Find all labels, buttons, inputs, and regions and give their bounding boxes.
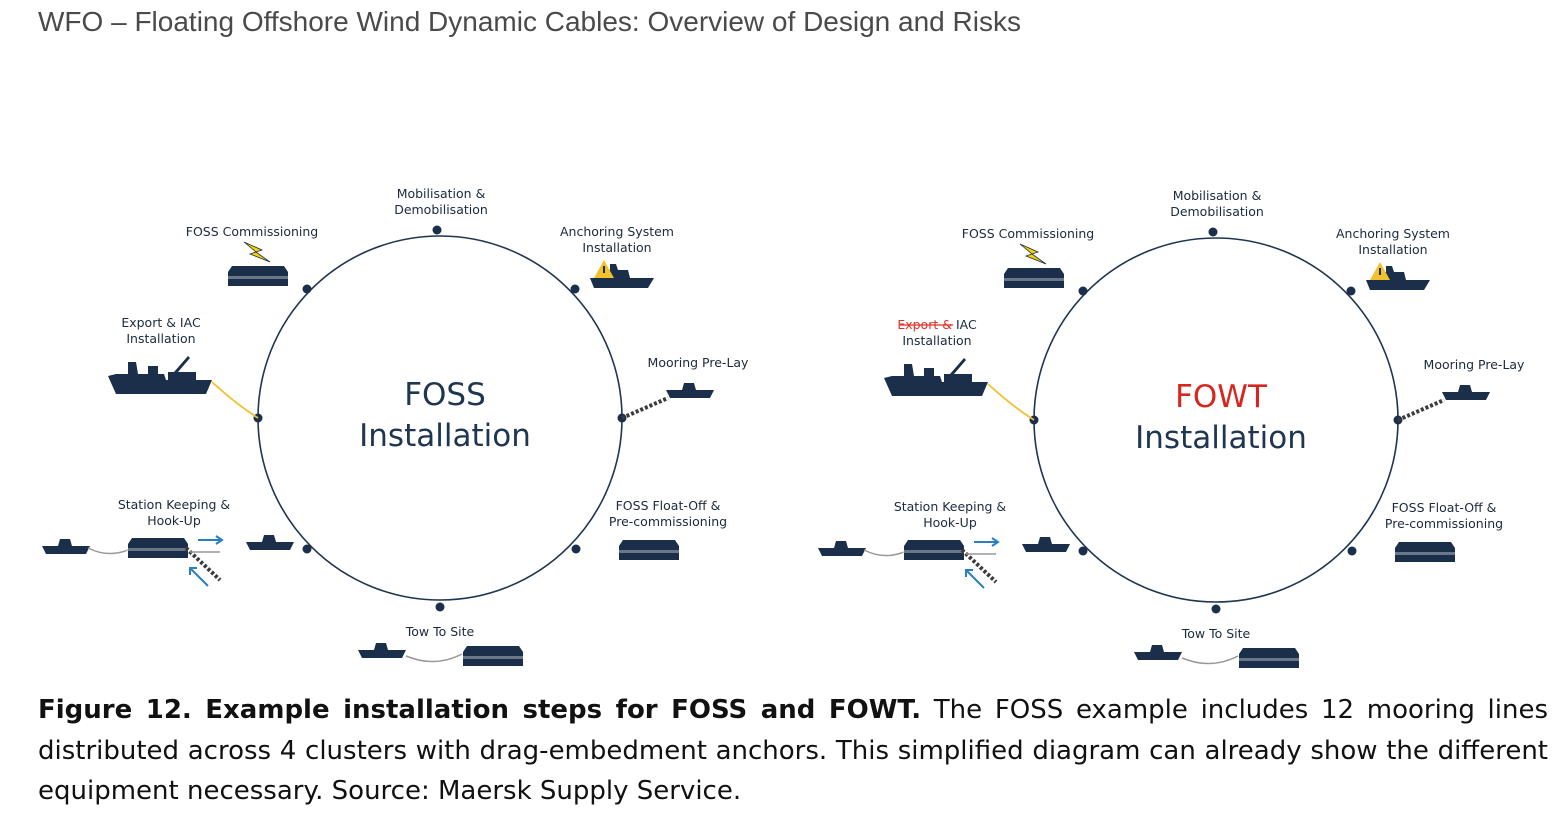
step-label-anchoring: Installation [582,240,651,255]
step-marker [302,544,312,554]
arrow-icon [189,567,209,587]
step-label-mobilisation: Mobilisation & [1173,188,1262,203]
cable-line [211,381,259,419]
step-label-anchoring: Anchoring System [1336,226,1450,241]
step-label-float-off: FOSS Float-Off & [616,498,721,513]
step-label-mooring: Mooring Pre-Lay [1424,357,1526,372]
step-label-float-off: FOSS Float-Off & [1392,500,1497,515]
foss-diagram: FOSS Installation Mobilisation & Demobil… [42,186,749,666]
tow-vessels-icon [358,643,525,666]
step-marker [1208,227,1218,237]
caption-title: Figure 12. Example installation steps fo… [38,695,922,725]
step-marker [432,225,442,235]
mooring-vessel-icon [1397,385,1490,422]
commissioning-structure-icon [1002,243,1066,288]
foss-structure-icon [617,540,681,560]
step-marker [570,284,580,294]
step-marker [571,544,581,554]
cable-lay-vessel-icon [884,358,988,396]
step-label-mobilisation: Mobilisation & [397,186,486,201]
step-label-tow: Tow To Site [1181,626,1251,641]
lightning-icon [243,241,271,263]
arrow-icon [974,537,1000,547]
center-title: FOSS [404,377,486,413]
step-markers [253,225,627,612]
step-label-export-iac: Installation [126,331,195,346]
step-label-mooring: Mooring Pre-Lay [648,355,750,370]
step-marker [1078,286,1088,296]
step-label-commissioning: FOSS Commissioning [962,226,1094,241]
step-label-anchoring: Installation [1358,242,1427,257]
foss-structure-icon [1393,542,1457,562]
center-subtitle: Installation [359,418,531,454]
caption-text: The FOSS example includes 12 mooring lin… [38,695,1548,806]
step-marker [302,284,312,294]
figure-caption: Figure 12. Example installation steps fo… [38,690,1548,812]
step-label-export-iac: Export & IAC [121,315,201,330]
cable-lay-vessel-icon [108,356,212,394]
installation-steps-figure: FOSS Installation Mobilisation & Demobil… [42,186,1525,668]
step-label-float-off: Pre-commissioning [609,514,727,529]
station-keeping-vessels-icon [818,537,1070,589]
document-header: WFO – Floating Offshore Wind Dynamic Cab… [38,6,1021,37]
tow-vessels-icon [1134,645,1301,668]
step-label-mobilisation: Demobilisation [394,202,488,217]
mooring-vessel-icon [621,383,714,420]
step-label-commissioning: FOSS Commissioning [186,224,318,239]
step-label-mobilisation: Demobilisation [1170,204,1264,219]
station-keeping-vessels-icon [42,535,294,587]
step-marker [1211,604,1221,614]
step-label-station-keeping: Station Keeping & [894,499,1007,514]
step-label-tow: Tow To Site [405,624,475,639]
anchoring-vessel-icon [1366,262,1430,290]
step-marker [435,602,445,612]
arrow-icon [198,535,224,545]
center-title: FOWT [1175,379,1268,415]
step-marker [1078,546,1088,556]
step-marker [1346,286,1356,296]
step-label-float-off: Pre-commissioning [1385,516,1503,531]
step-label-station-keeping: Hook-Up [923,515,977,530]
fowt-diagram: FOWT Installation Mobilisation & Demobil… [818,188,1525,668]
step-label-station-keeping: Station Keeping & [118,497,231,512]
step-label-station-keeping: Hook-Up [147,513,201,528]
arrow-icon [965,569,985,589]
step-label-anchoring: Anchoring System [560,224,674,239]
step-marker [1347,546,1357,556]
lightning-icon [1019,243,1047,265]
step-label-export-iac: Installation [902,333,971,348]
commissioning-structure-icon [226,241,290,286]
cable-line [987,383,1035,421]
anchoring-vessel-icon [590,260,654,288]
center-subtitle: Installation [1135,420,1307,456]
